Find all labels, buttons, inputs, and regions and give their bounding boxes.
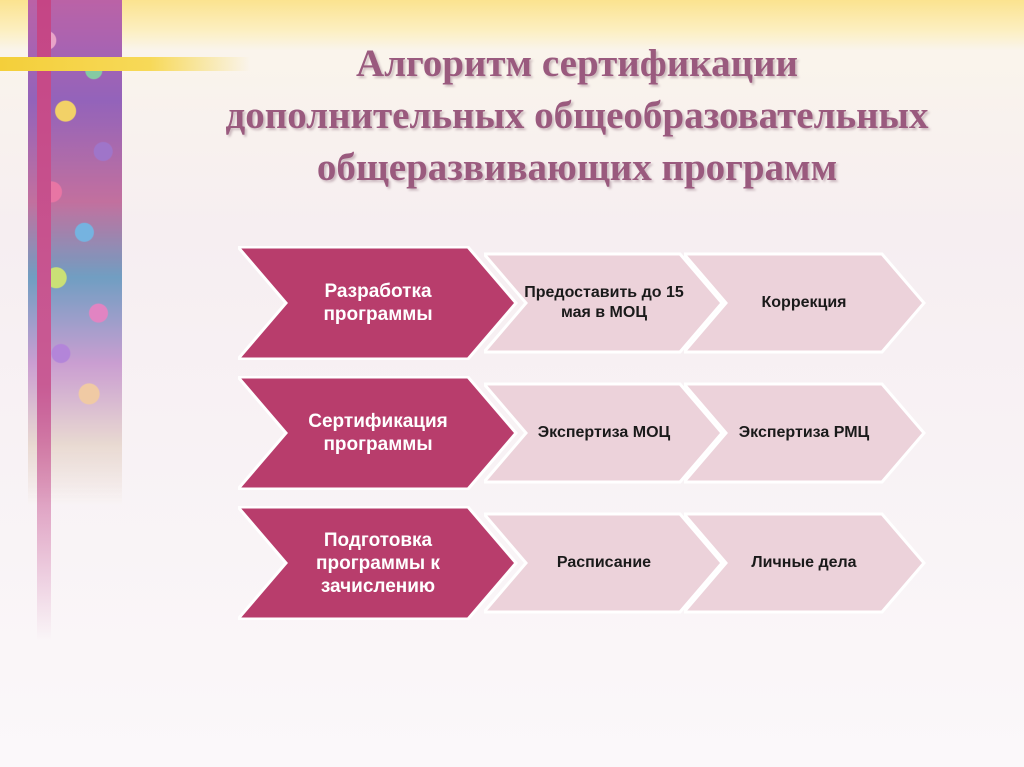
vertical-decor-line <box>37 0 51 640</box>
step-3-sub-1-label: Расписание <box>556 554 652 571</box>
step-1-sub-1-label: Предоставить до 15 мая в МОЦ <box>524 284 684 321</box>
title-line-1: Алгоритм сертификации <box>355 42 799 85</box>
slide-title: Алгоритм сертификации дополнительных общ… <box>130 38 1024 194</box>
step-3-sub-1: Расписание <box>484 506 724 620</box>
step-2-sub-1-label: Экспертиза МОЦ <box>537 424 671 441</box>
horizontal-decor-line <box>0 57 250 71</box>
step-2-sub-2-label: Экспертиза РМЦ <box>738 424 870 441</box>
title-line-3: общеразвивающих программ <box>316 146 838 189</box>
step-1-sub-1: Предоставить до 15 мая в МОЦ <box>484 246 724 360</box>
process-row-3: Личные дела Расписание Подготовка програ… <box>238 506 928 620</box>
step-2-main: Сертификация программы <box>238 376 518 490</box>
step-3-main-label: Подготовка программы к зачислению <box>316 529 440 597</box>
step-1-sub-2-label: Коррекция <box>761 294 847 311</box>
step-3-sub-2: Личные дела <box>684 506 928 620</box>
step-2-sub-1: Экспертиза МОЦ <box>484 376 724 490</box>
step-1-sub-2: Коррекция <box>684 246 928 360</box>
top-decor-band <box>0 0 1024 50</box>
step-1-main: Разработка программы <box>238 246 518 360</box>
step-2-sub-2: Экспертиза РМЦ <box>684 376 928 490</box>
process-row-1: Коррекция Предоставить до 15 мая в МОЦ Р… <box>238 246 928 360</box>
step-1-main-label: Разработка программы <box>323 281 433 325</box>
process-row-2: Экспертиза РМЦ Экспертиза МОЦ Сертификац… <box>238 376 928 490</box>
step-2-main-label: Сертификация программы <box>308 411 448 455</box>
step-3-sub-2-label: Личные дела <box>751 554 857 571</box>
title-line-2: дополнительных общеобразовательных <box>225 94 929 137</box>
step-3-main: Подготовка программы к зачислению <box>238 506 518 620</box>
